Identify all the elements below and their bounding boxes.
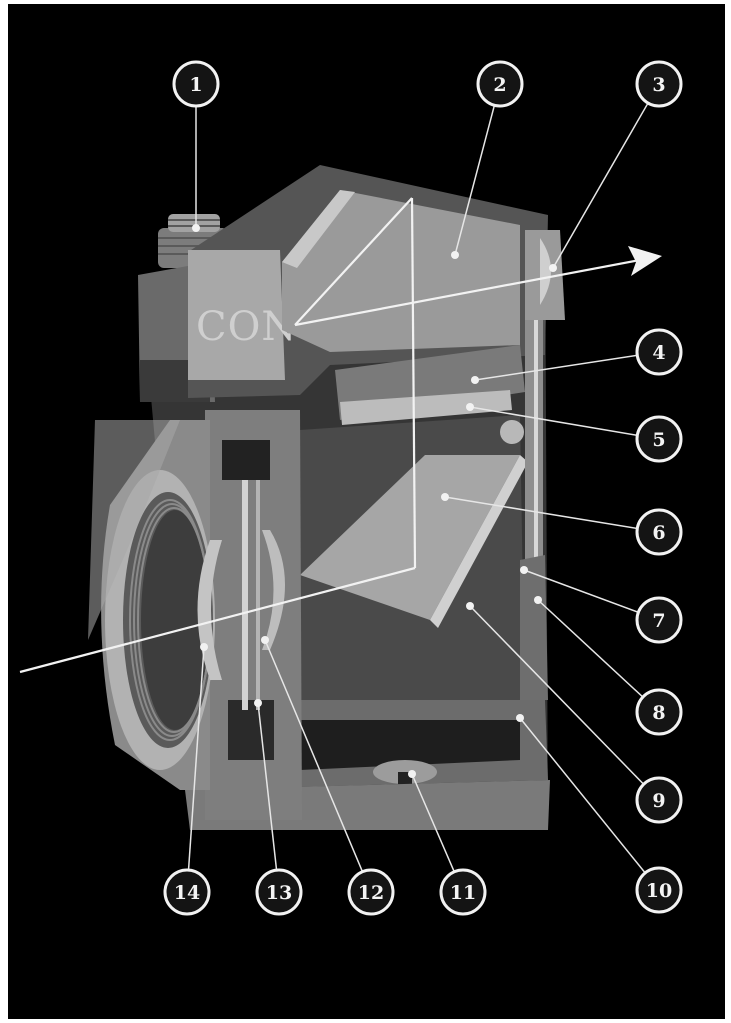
callout-2: 2 (476, 60, 524, 108)
callout-13: 13 (255, 868, 303, 916)
callout-target-7 (520, 566, 528, 574)
callout-leader-3 (552, 102, 649, 269)
callout-4: 4 (635, 328, 683, 376)
callout-badge-6 (635, 508, 683, 556)
callout-number-11: 11 (450, 882, 476, 904)
callout-target-8 (534, 596, 542, 604)
callout-1: 1 (172, 60, 220, 108)
reflex-mirror (300, 455, 520, 620)
callout-leader-13 (257, 702, 278, 871)
callout-leader-5 (469, 406, 638, 437)
callout-badge-4 (635, 328, 683, 376)
mirror-hinge (500, 420, 524, 444)
callout-5: 5 (635, 415, 683, 463)
callout-leader-8 (537, 599, 644, 698)
callout-target-13 (254, 699, 262, 707)
callout-badge-11 (439, 868, 487, 916)
callout-target-3 (549, 264, 557, 272)
callout-badge-2 (476, 60, 524, 108)
front-lens-barrel (101, 420, 222, 790)
callout-number-3: 3 (652, 74, 665, 96)
callout-target-4 (471, 376, 479, 384)
callout-target-5 (466, 403, 474, 411)
callout-leader-9 (469, 605, 645, 785)
callout-badge-7 (635, 596, 683, 644)
callout-number-5: 5 (652, 429, 665, 451)
callout-leader-12 (264, 639, 364, 873)
callout-badge-10 (635, 866, 683, 914)
callout-leader-4 (474, 354, 638, 381)
callout-badge-9 (635, 776, 683, 824)
callout-badge-1 (172, 60, 220, 108)
pentaprism (282, 190, 520, 352)
callout-badge-5 (635, 415, 683, 463)
callout-14: 14 (163, 868, 211, 916)
callout-number-4: 4 (652, 342, 665, 364)
callout-10: 10 (635, 866, 683, 914)
callout-number-10: 10 (646, 880, 672, 902)
callout-7: 7 (635, 596, 683, 644)
nameplate-block (188, 250, 285, 380)
rear-lens-element (262, 530, 285, 650)
callout-target-9 (466, 602, 474, 610)
callout-number-8: 8 (652, 702, 665, 724)
callout-target-14 (200, 643, 208, 651)
callout-target-6 (441, 493, 449, 501)
callout-leader-11 (411, 773, 455, 873)
callout-badge-12 (347, 868, 395, 916)
callout-number-1: 1 (189, 74, 202, 96)
callout-6: 6 (635, 508, 683, 556)
callout-leader-14 (187, 646, 205, 871)
callout-target-2 (451, 251, 459, 259)
callout-target-10 (516, 714, 524, 722)
callout-number-7: 7 (652, 610, 665, 632)
callout-badge-8 (635, 688, 683, 736)
callout-12: 12 (347, 868, 395, 916)
exit-arrow-head (628, 246, 662, 276)
callout-leader-2 (454, 105, 496, 256)
shutter-blade-rear (256, 480, 260, 710)
callout-number-9: 9 (652, 790, 665, 812)
callout-number-12: 12 (358, 882, 384, 904)
callout-leader-10 (519, 717, 646, 874)
callout-badge-14 (163, 868, 211, 916)
callout-leader-7 (523, 569, 639, 614)
callout-11: 11 (439, 868, 487, 916)
callout-leader-6 (444, 496, 638, 530)
callout-target-12 (261, 636, 269, 644)
callout-badge-3 (635, 60, 683, 108)
callout-9: 9 (635, 776, 683, 824)
callout-number-14: 14 (174, 882, 200, 904)
callout-leaders (187, 102, 649, 874)
callout-number-13: 13 (266, 882, 292, 904)
callout-badge-13 (255, 868, 303, 916)
camera-body: CONT (88, 165, 565, 830)
callout-target-11 (408, 770, 416, 778)
callout-3: 3 (635, 60, 683, 108)
focusing-screen (340, 390, 512, 425)
shutter-blade (242, 480, 248, 710)
light-path (19, 197, 662, 674)
callout-number-6: 6 (652, 522, 665, 544)
callout-target-1 (192, 224, 200, 232)
callout-number-2: 2 (493, 74, 506, 96)
callout-8: 8 (635, 688, 683, 736)
